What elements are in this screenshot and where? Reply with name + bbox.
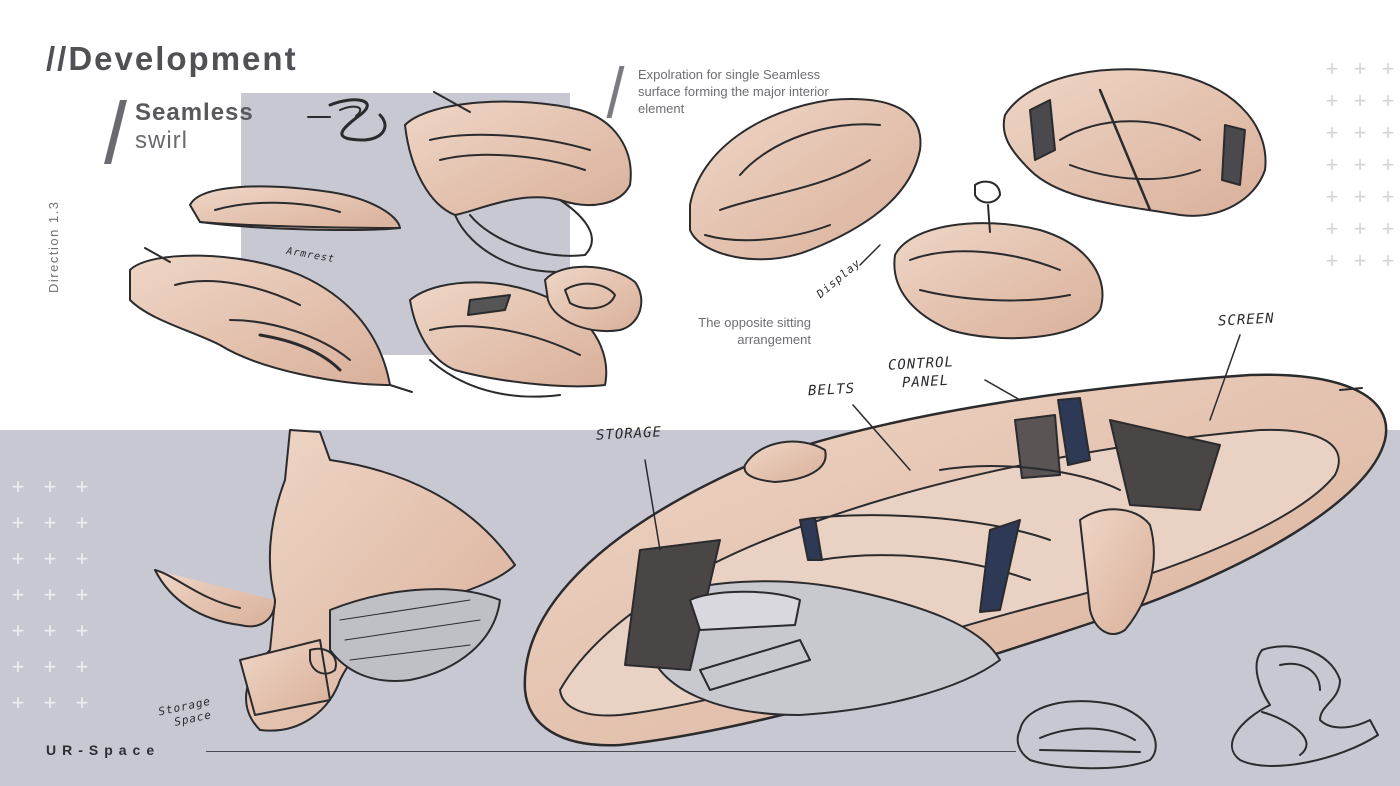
main-interior-sketch (523, 373, 1388, 747)
page-title: //Development (46, 40, 298, 77)
pod-right-a-sketch (689, 98, 922, 261)
sitting-note: The opposite sitting arrangement (698, 315, 811, 347)
direction-label: Direction 1.3 (46, 200, 61, 293)
subtitle-light: swirl (135, 127, 188, 154)
belts-annotation: BELTS (807, 380, 856, 400)
pod-right-b-sketch (1002, 68, 1267, 217)
plus-pattern-left: +++ +++ +++ +++ +++ +++ +++ (11, 474, 89, 715)
screen-annotation: SCREEN (1217, 310, 1275, 330)
pod-top-sketch (404, 91, 632, 273)
brand-divider (206, 751, 1016, 752)
pod-right-c-sketch (893, 180, 1104, 340)
swirl-sketch (307, 98, 387, 142)
ring-sketch (544, 265, 643, 332)
annotation-leaders (644, 244, 1241, 551)
subtitle-bold: Seamless (135, 99, 254, 126)
armchair-sketch (154, 429, 516, 732)
flat-seat-sketch (189, 185, 401, 231)
brand-label: UR-Space (46, 742, 161, 758)
plus-pattern-right: +++ +++ +++ +++ +++ +++ +++ (1325, 56, 1395, 273)
small-ring-sketch (1016, 700, 1157, 770)
small-armrest-sketch (1230, 645, 1379, 767)
control-panel-annotation-line2: PANEL (901, 372, 950, 392)
exploration-note: Expolration for single Seamless surface … (638, 67, 829, 116)
pod-left-sketch (129, 247, 413, 393)
